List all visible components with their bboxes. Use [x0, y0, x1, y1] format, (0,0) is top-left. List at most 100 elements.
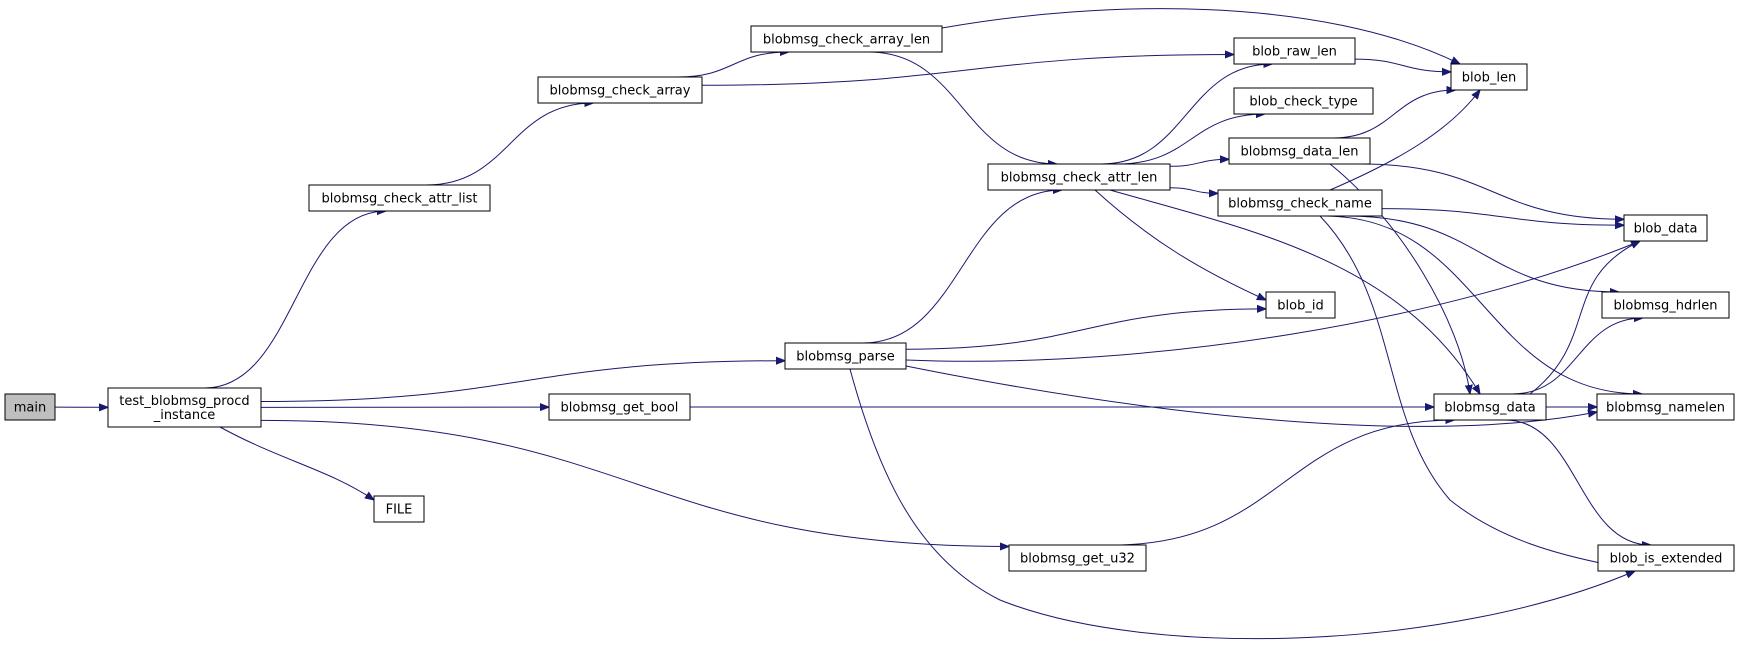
- edge-test_blobmsg_procd_instance-to-blobmsg_check_attr_list: [204, 211, 387, 389]
- edge-blobmsg_check_attr_len-to-blob_raw_len: [1101, 64, 1272, 165]
- edge-blobmsg_data-to-blobmsg_hdrlen: [1512, 318, 1643, 395]
- node-label: _instance: [153, 408, 216, 423]
- node-label: blobmsg_parse: [796, 350, 895, 365]
- node-label: blobmsg_check_attr_len: [1001, 171, 1158, 186]
- node-blobmsg_data[interactable]: blobmsg_data: [1433, 393, 1547, 421]
- node-label: blobmsg_get_u32: [1020, 552, 1135, 567]
- node-box: [1233, 37, 1356, 65]
- edge-blobmsg_check_name-to-blobmsg_namelen: [1323, 215, 1642, 394]
- node-box: [1623, 214, 1708, 242]
- node-main[interactable]: main: [4, 393, 56, 421]
- node-label: blob_is_extended: [1610, 552, 1723, 567]
- edge-blobmsg_get_u32-to-blobmsg_data: [1112, 420, 1455, 546]
- node-label: blob_id: [1277, 299, 1323, 314]
- node-label: FILE: [386, 503, 413, 518]
- node-box: [1596, 393, 1735, 421]
- node-label: blobmsg_check_name: [1228, 197, 1372, 212]
- edge-blobmsg_data-to-blob_is_extended: [1505, 419, 1651, 545]
- edge-blobmsg_check_attr_len-to-blob_id: [1094, 189, 1266, 300]
- edge-test_blobmsg_procd_instance-to-FILE: [219, 426, 374, 500]
- node-box: [1008, 544, 1147, 572]
- node-box: [1450, 63, 1528, 91]
- node-box: [308, 184, 491, 212]
- node-blobmsg_parse[interactable]: blobmsg_parse: [784, 342, 907, 370]
- edge-blobmsg_parse-to-blob_is_extended: [849, 368, 1635, 640]
- node-box: [987, 163, 1171, 191]
- node-label: main: [14, 401, 46, 416]
- edge-blob_raw_len-to-blob_len: [1354, 58, 1451, 72]
- node-FILE[interactable]: FILE: [373, 495, 425, 523]
- node-blobmsg_check_attr_len[interactable]: blobmsg_check_attr_len: [987, 163, 1171, 191]
- node-blobmsg_hdrlen[interactable]: blobmsg_hdrlen: [1601, 291, 1730, 319]
- edge-blobmsg_check_attr_len-to-blob_check_type: [1117, 114, 1265, 165]
- node-blobmsg_get_bool[interactable]: blobmsg_get_bool: [548, 393, 691, 421]
- node-box: [1601, 291, 1730, 319]
- node-test_blobmsg_procd_instance[interactable]: test_blobmsg_procd_instance: [107, 387, 262, 428]
- node-box: [373, 495, 425, 523]
- node-box: [548, 393, 691, 421]
- node-label: test_blobmsg_procd: [119, 394, 249, 409]
- edge-blobmsg_data_len-to-blob_len: [1332, 90, 1456, 139]
- edge-blobmsg_check_attr_len-to-blobmsg_data_len: [1169, 159, 1229, 167]
- edge-blobmsg_check_attr_len-to-blobmsg_check_name: [1169, 187, 1218, 194]
- edge-blobmsg_data_len-to-blob_data: [1361, 163, 1624, 219]
- edge-blobmsg_parse-to-blob_data: [905, 241, 1640, 362]
- edge-test_blobmsg_procd_instance-to-blobmsg_parse: [260, 361, 785, 402]
- edge-blobmsg_parse-to-blobmsg_check_attr_len: [862, 190, 1063, 344]
- node-blob_len[interactable]: blob_len: [1450, 63, 1528, 91]
- node-blob_id[interactable]: blob_id: [1265, 291, 1336, 319]
- node-blobmsg_namelen[interactable]: blobmsg_namelen: [1596, 393, 1735, 421]
- edge-blobmsg_check_name-to-blob_is_extended: [1319, 215, 1610, 565]
- edge-blobmsg_data-to-blob_data: [1529, 241, 1640, 395]
- node-label: blobmsg_get_bool: [561, 401, 679, 416]
- node-blob_is_extended[interactable]: blob_is_extended: [1597, 544, 1735, 572]
- edge-blobmsg_parse-to-blobmsg_namelen: [905, 365, 1597, 427]
- edge-blobmsg_check_array_len-to-blobmsg_check_attr_len: [868, 51, 1057, 164]
- node-blob_check_type[interactable]: blob_check_type: [1233, 87, 1374, 115]
- node-box: [537, 76, 703, 104]
- node-box: [1597, 544, 1735, 572]
- edge-blobmsg_check_attr_len-to-blobmsg_data: [1109, 189, 1480, 394]
- node-box: [4, 393, 56, 421]
- node-layer: main test_blobmsg_procd_instance blobmsg_c…: [4, 25, 1735, 572]
- edge-blobmsg_parse-to-blob_id: [905, 309, 1266, 350]
- node-label: blobmsg_hdrlen: [1614, 299, 1718, 314]
- node-label: blobmsg_data_len: [1241, 145, 1359, 160]
- node-blobmsg_check_name[interactable]: blobmsg_check_name: [1217, 189, 1383, 217]
- edge-blobmsg_check_name-to-blob_len: [1329, 90, 1480, 191]
- edge-blobmsg_check_array_len-to-blob_len: [941, 8, 1460, 64]
- edge-blobmsg_check_name-to-blob_data: [1381, 208, 1624, 226]
- edge-blobmsg_data_len-to-blobmsg_data: [1329, 163, 1470, 394]
- node-label: blob_len: [1462, 71, 1516, 86]
- node-label: blobmsg_check_attr_list: [322, 192, 478, 207]
- node-blobmsg_data_len[interactable]: blobmsg_data_len: [1228, 137, 1371, 165]
- node-label: blobmsg_data: [1444, 401, 1536, 416]
- node-label: blobmsg_check_array_len: [763, 33, 930, 48]
- node-box: [784, 342, 907, 370]
- edge-blobmsg_check_array-to-blob_raw_len: [701, 55, 1234, 86]
- node-box: [1228, 137, 1371, 165]
- node-blob_raw_len[interactable]: blob_raw_len: [1233, 37, 1356, 65]
- node-blob_data[interactable]: blob_data: [1623, 214, 1708, 242]
- node-label: blob_check_type: [1249, 95, 1357, 110]
- node-box: [107, 387, 262, 428]
- node-label: blob_raw_len: [1252, 45, 1337, 60]
- node-blobmsg_get_u32[interactable]: blobmsg_get_u32: [1008, 544, 1147, 572]
- node-blobmsg_check_attr_list[interactable]: blobmsg_check_attr_list: [308, 184, 491, 212]
- node-blobmsg_check_array[interactable]: blobmsg_check_array: [537, 76, 703, 104]
- edge-blobmsg_check_attr_list-to-blobmsg_check_array: [425, 103, 594, 186]
- node-blobmsg_check_array_len[interactable]: blobmsg_check_array_len: [750, 25, 943, 53]
- node-label: blobmsg_namelen: [1606, 401, 1725, 416]
- edge-test_blobmsg_procd_instance-to-blobmsg_get_u32: [260, 419, 1009, 546]
- edge-blobmsg_check_name-to-blobmsg_hdrlen: [1346, 215, 1619, 292]
- node-box: [1265, 291, 1336, 319]
- edge-layer: [54, 8, 1651, 640]
- node-box: [750, 25, 943, 53]
- node-box: [1217, 189, 1383, 217]
- node-box: [1233, 87, 1374, 115]
- node-label: blob_data: [1634, 222, 1698, 237]
- node-label: blobmsg_check_array: [550, 84, 691, 99]
- node-box: [1433, 393, 1547, 421]
- edge-blobmsg_check_array-to-blobmsg_check_array_len: [677, 52, 789, 78]
